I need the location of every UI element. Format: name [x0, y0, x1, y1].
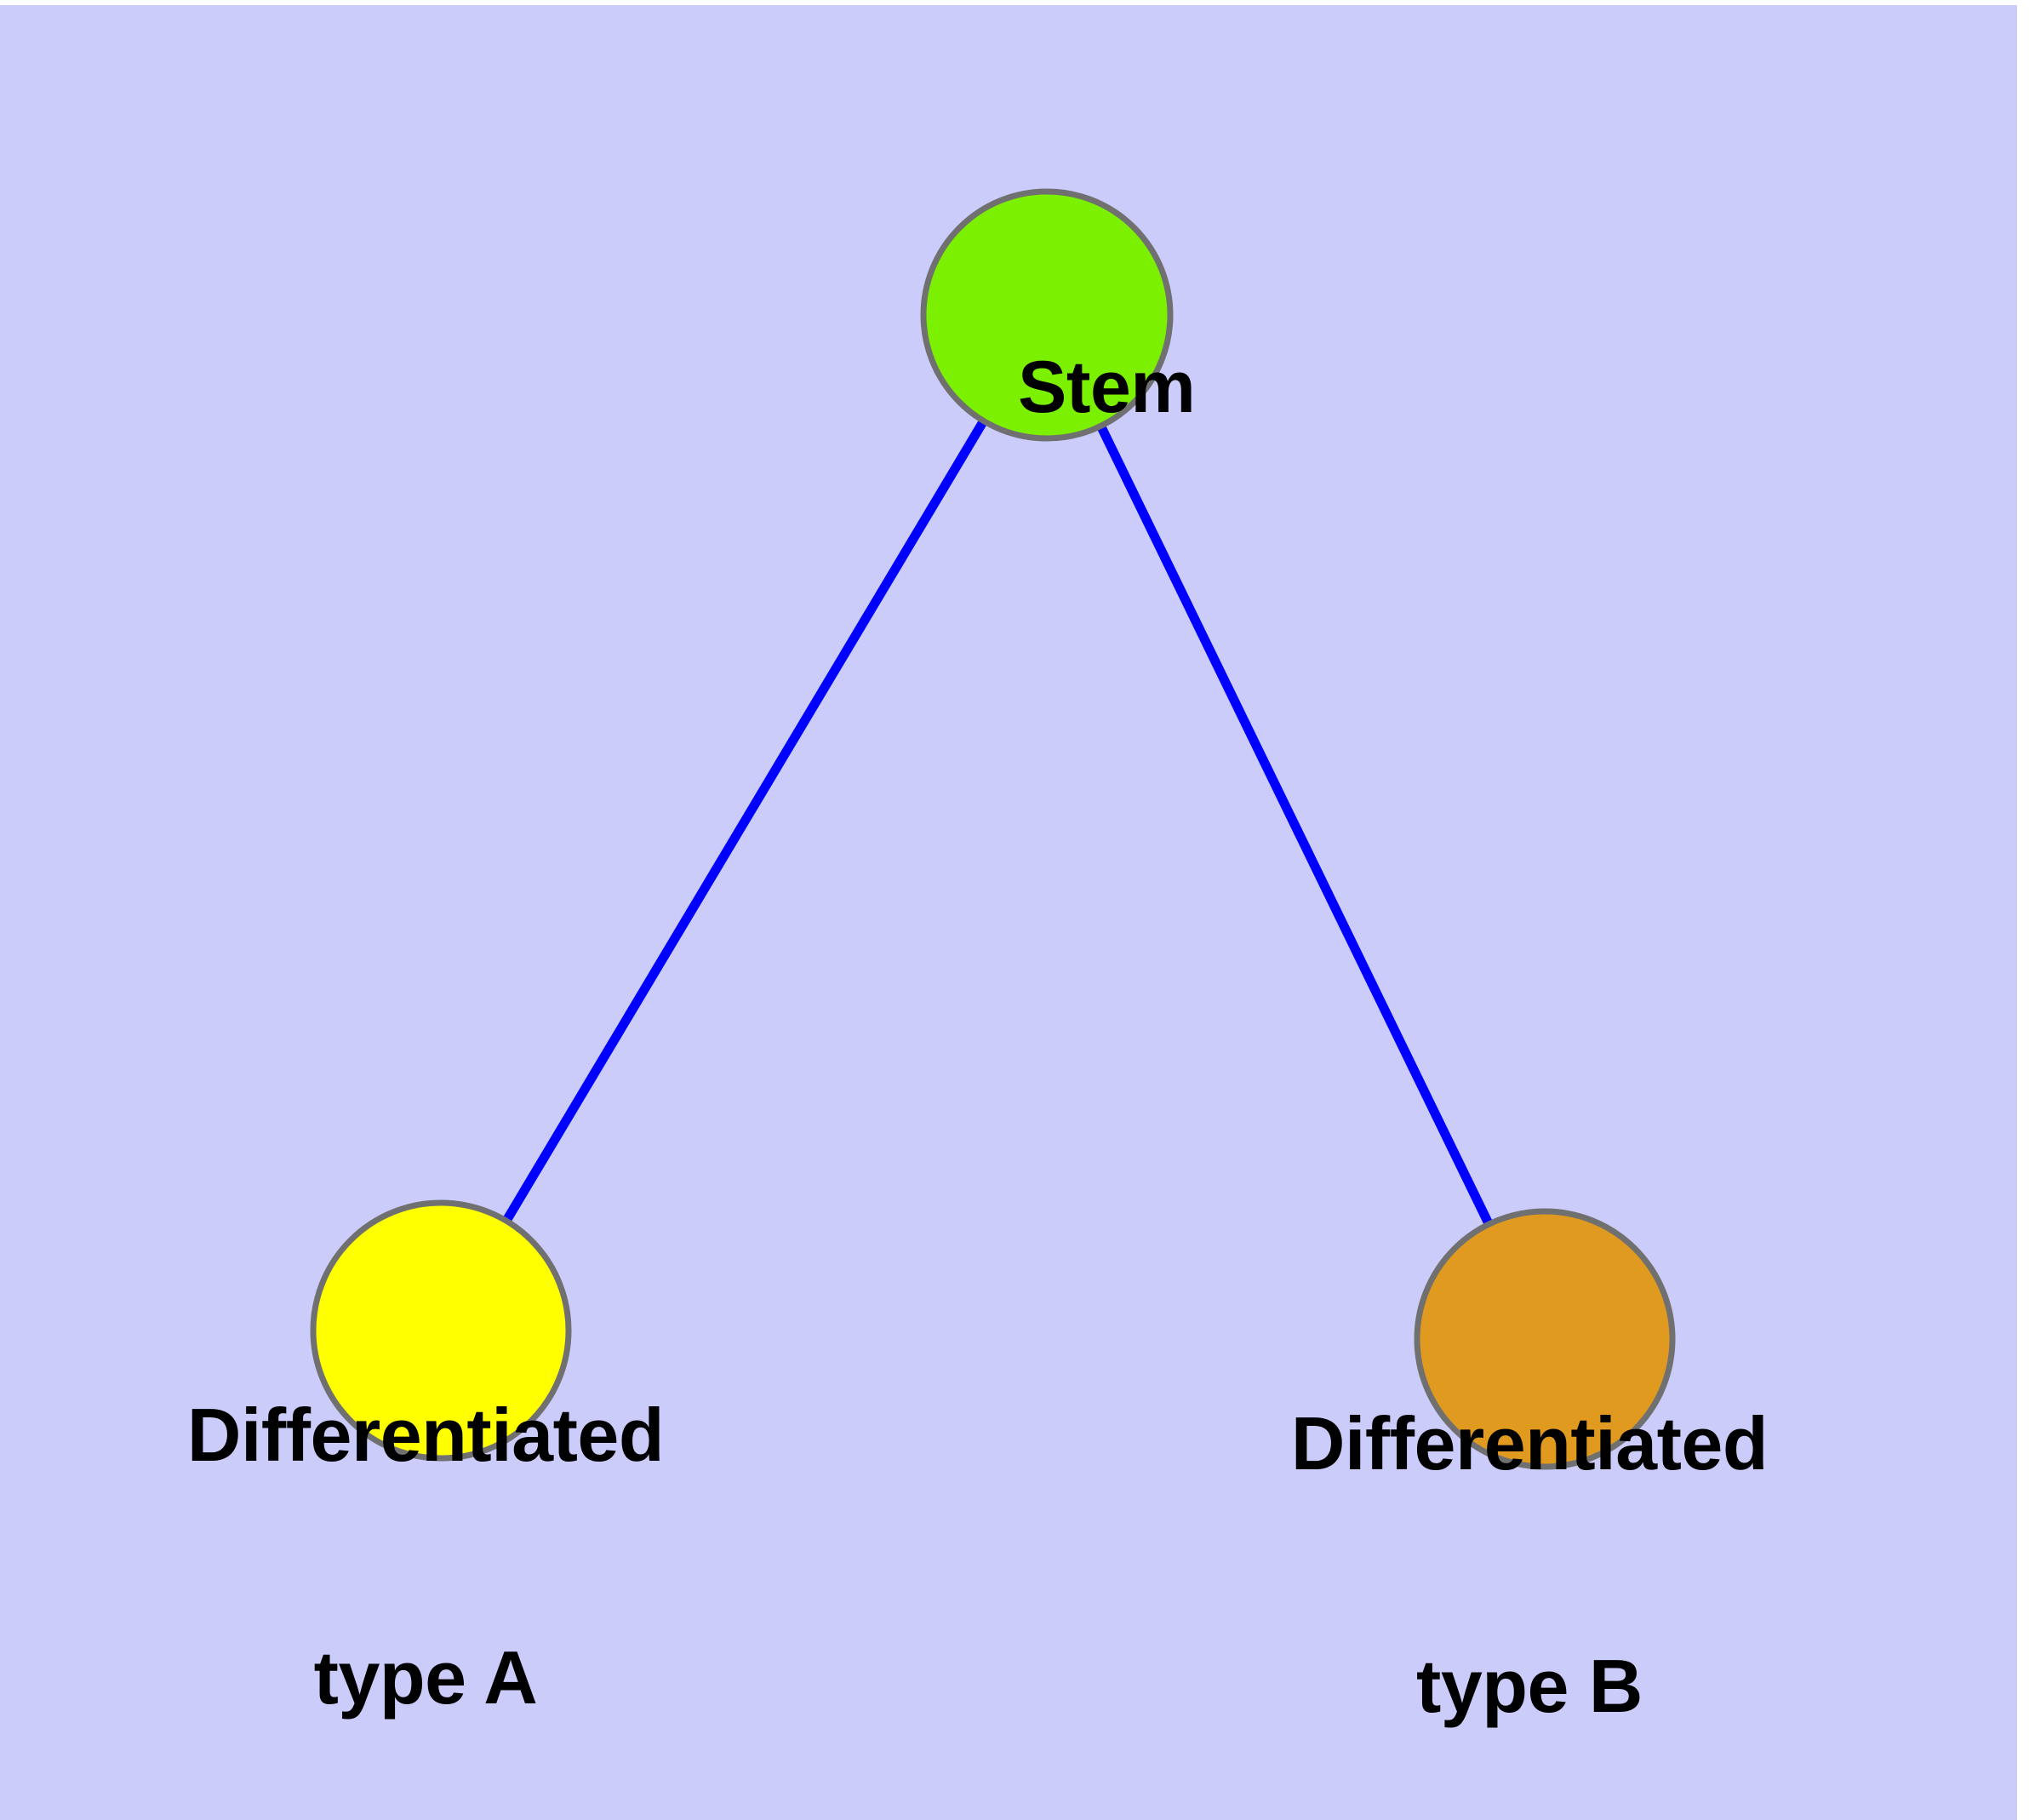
node-label-b-line2: type B [1416, 1644, 1643, 1729]
node-label-a-line1: Differentiated [186, 1393, 665, 1478]
edge-stem-to-differentiated-type-b [1043, 312, 1549, 1342]
node-label-b-line1: Differentiated [1290, 1401, 1769, 1486]
plot-area: Stem Differentiated type A Differentiate… [0, 5, 2017, 1820]
edge-stem-to-differentiated-type-a [437, 312, 1051, 1333]
node-label-differentiated-type-b: Differentiated type B [1266, 1241, 1793, 1820]
node-layer [310, 188, 1676, 1470]
node-label-a-line2: type A [313, 1635, 538, 1720]
graph-svg [310, 188, 1676, 1470]
node-differentiated-type-a[interactable] [310, 1199, 572, 1462]
node-label-differentiated-type-a: Differentiated type A [162, 1233, 689, 1820]
node-label-stem: Stem [877, 269, 1217, 507]
node-label-stem-text: Stem [1018, 346, 1196, 428]
node-stem[interactable] [920, 188, 1174, 442]
edge-layer [437, 312, 1549, 1342]
node-differentiated-type-b[interactable] [1414, 1208, 1676, 1470]
